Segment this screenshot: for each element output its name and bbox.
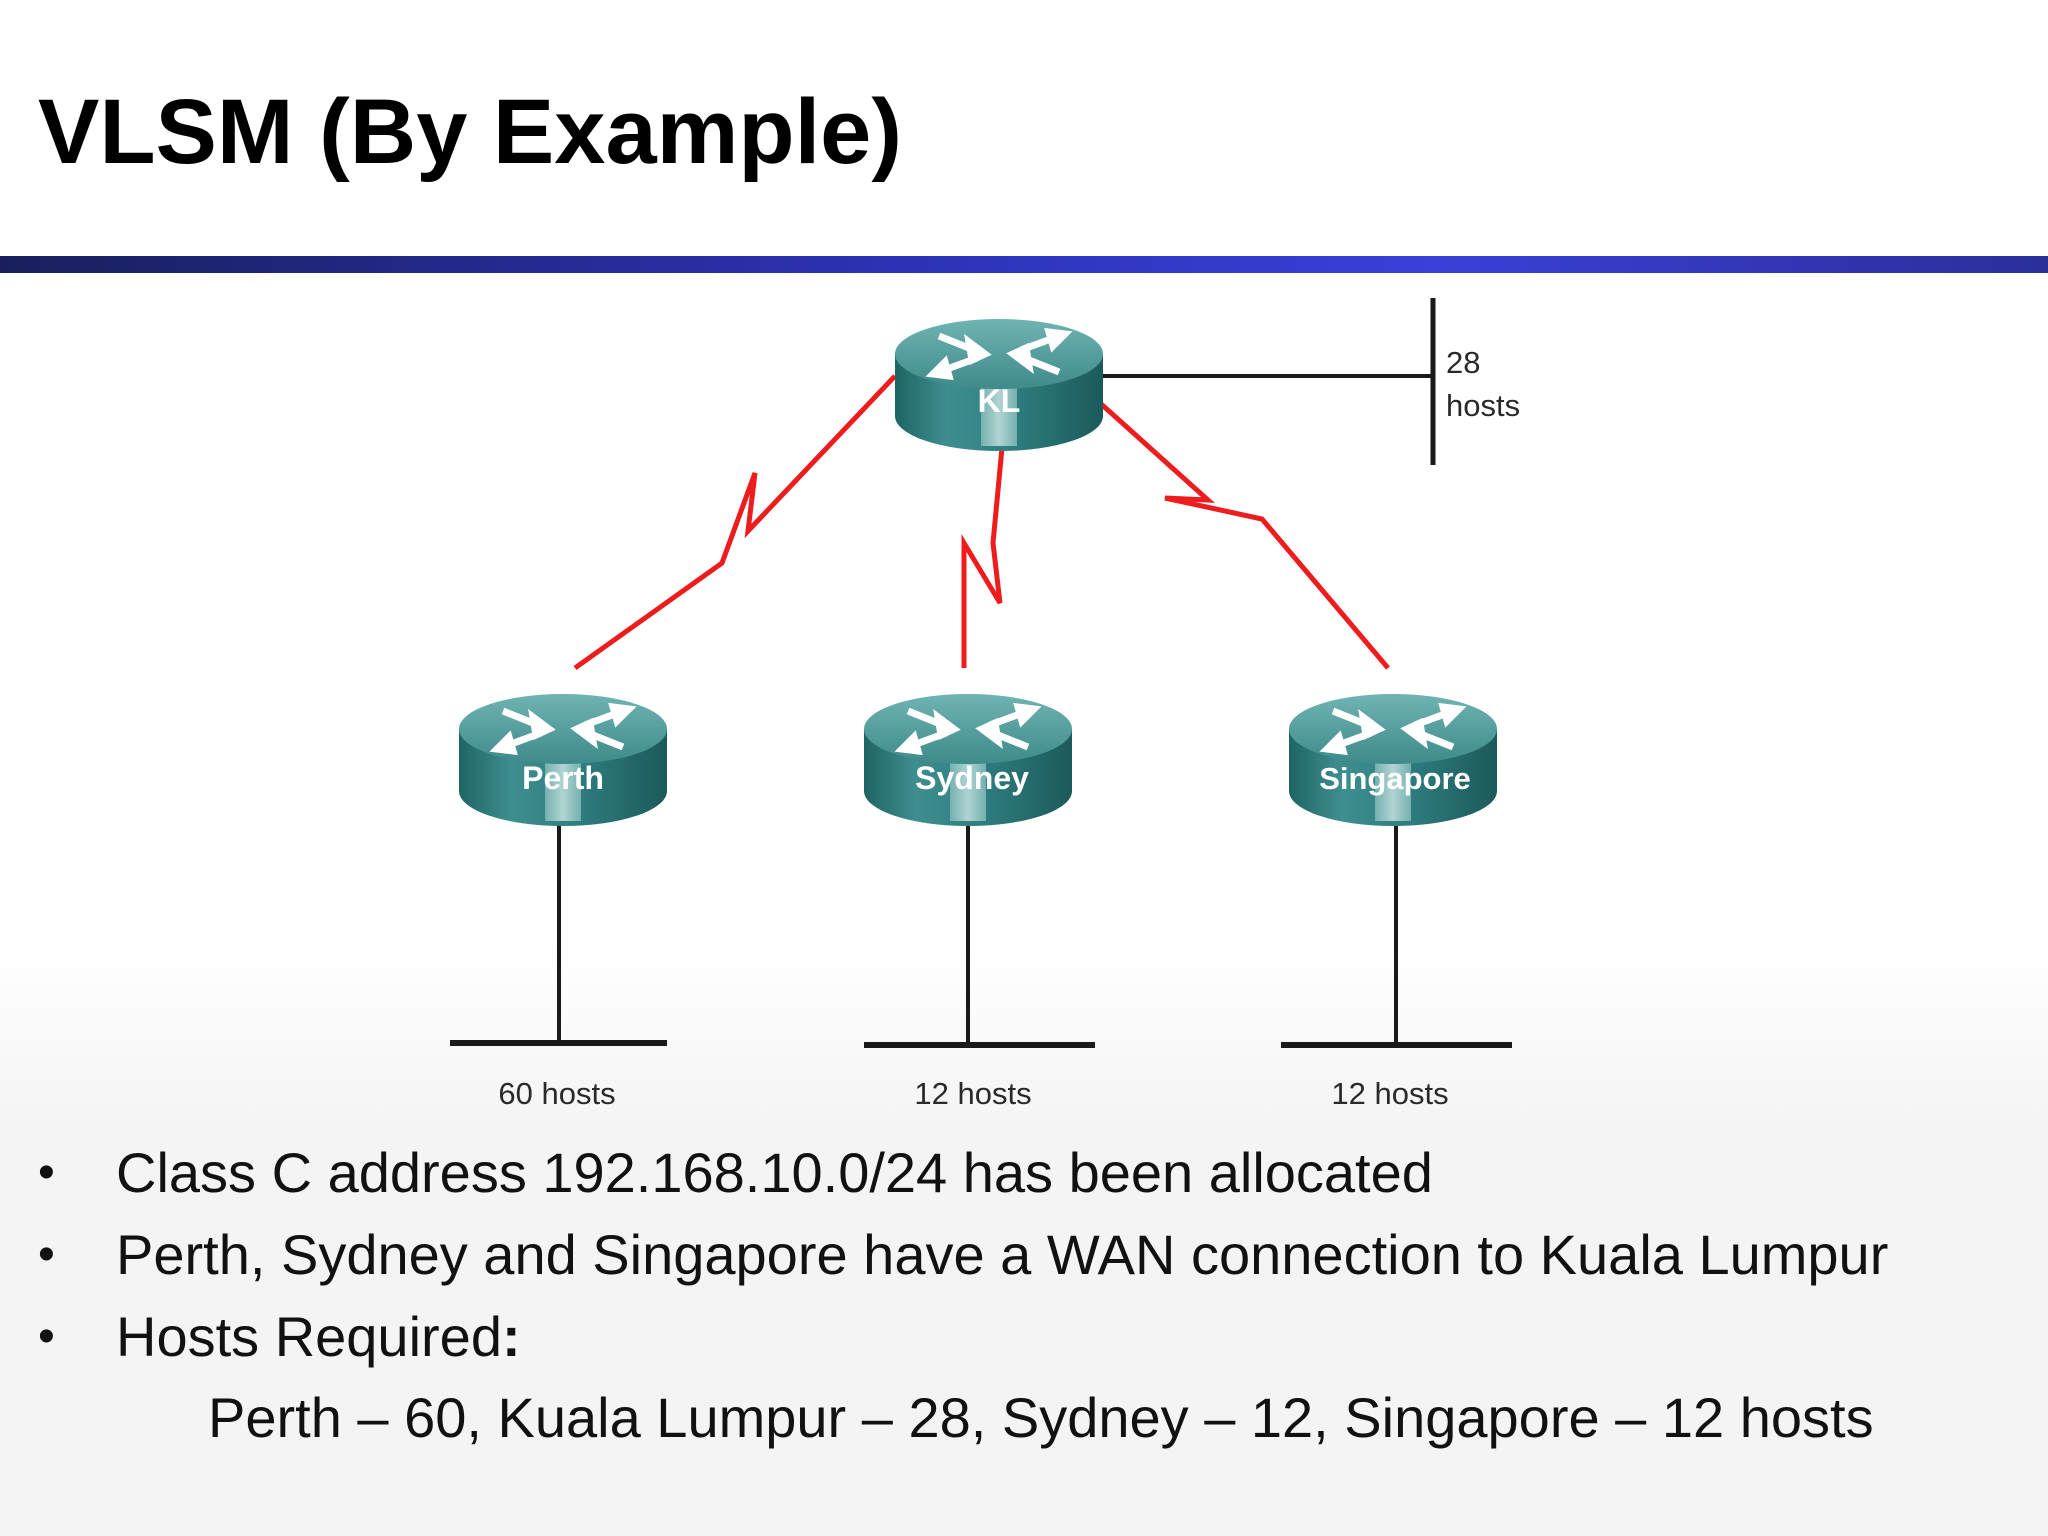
bullet-text: Class C address 192.168.10.0/24 has been… (116, 1141, 1433, 1204)
bullet-colon: : (501, 1305, 521, 1368)
wan-link-kl-singapore (1098, 401, 1390, 670)
router-label-kl: KL (978, 383, 1021, 419)
router-kl[interactable]: KL (895, 319, 1103, 451)
slide-title: VLSM (By Example) (38, 81, 902, 183)
router-arrows-icon (489, 702, 637, 756)
wan-link-kl-perth (573, 374, 897, 671)
router-label-perth: Perth (522, 760, 604, 796)
router-label-singapore: Singapore (1319, 761, 1471, 796)
bullet-text: Hosts Required: (116, 1302, 521, 1372)
router-arrows-icon (925, 327, 1073, 381)
bullet-list (0, 1130, 2048, 1536)
bullet-icon: • (38, 1146, 55, 1199)
router-singapore[interactable]: Singapore (1289, 694, 1497, 826)
lan-label-kl-count: 28 (1446, 345, 1480, 380)
bullet-text-main: Hosts Required (116, 1305, 502, 1368)
bullet-text: Perth, Sydney and Singapore have a WAN c… (116, 1223, 1889, 1286)
router-arrows-icon (894, 702, 1042, 756)
router-arrows-icon (1319, 702, 1467, 756)
lan-label-sydney: 12 hosts (914, 1076, 1031, 1111)
wan-link-kl-sydney (961, 447, 1005, 668)
router-perth[interactable]: Perth (459, 694, 667, 826)
router-label-sydney: Sydney (915, 760, 1029, 796)
lan-label-perth: 60 hosts (498, 1076, 615, 1111)
bullet-icon: • (38, 1228, 55, 1281)
router-sydney[interactable]: Sydney (864, 694, 1072, 826)
lan-label-kl-hosts: hosts (1446, 388, 1520, 423)
title-rule (0, 256, 2048, 273)
bullet-icon: • (38, 1310, 55, 1363)
lan-label-singapore: 12 hosts (1331, 1076, 1448, 1111)
network-diagram: 28 hosts 60 hosts 12 hosts 12 hosts KL (450, 298, 1520, 1111)
hosts-detail: Perth – 60, Kuala Lumpur – 28, Sydney – … (208, 1386, 1874, 1449)
